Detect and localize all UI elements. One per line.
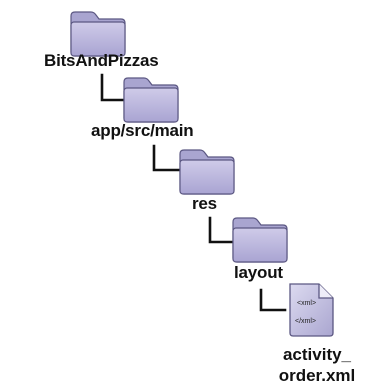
connector-layout-to-file xyxy=(259,288,287,312)
file-label-line1: activity_ xyxy=(282,345,352,364)
folder-label-bitsandpizzas: BitsAndPizzas xyxy=(44,51,159,70)
connector-main-to-res xyxy=(152,144,182,172)
file-label: activity_ order.xml xyxy=(262,344,372,386)
tree-connectors xyxy=(100,73,287,312)
folder-label-res: res xyxy=(192,194,217,213)
file-label-line2: order.xml xyxy=(278,366,356,385)
xml-file-icon: <xml> </xml> xyxy=(289,283,334,337)
connector-root-to-main xyxy=(100,73,125,102)
folder-label-layout: layout xyxy=(234,263,283,282)
folder-icon xyxy=(179,149,235,195)
folder-icon xyxy=(70,11,126,57)
folder-label-app-src-main: app/src/main xyxy=(91,121,194,140)
folder-icon xyxy=(232,217,288,263)
xml-open-tag: <xml> xyxy=(297,300,316,307)
xml-close-tag: </xml> xyxy=(295,318,316,325)
connector-res-to-layout xyxy=(208,216,235,244)
folder-icon xyxy=(123,77,179,123)
